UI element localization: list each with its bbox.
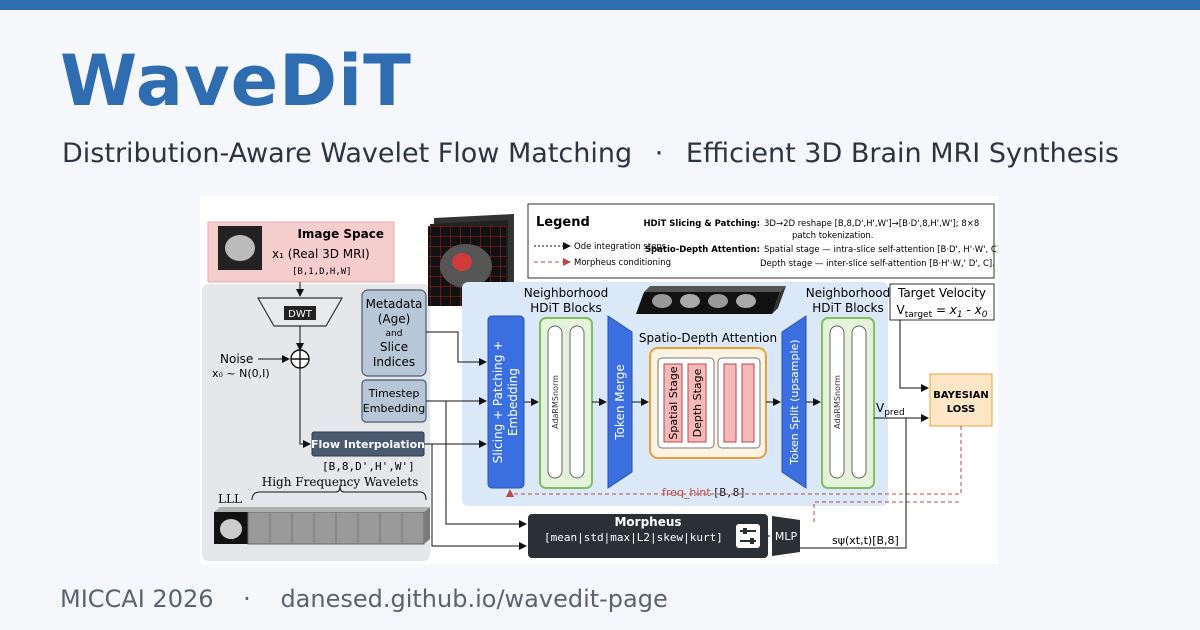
adarmsnorm-left-label: AdaRMSnorm — [551, 375, 560, 429]
neighborhood-left-line2: HDiT Blocks — [530, 301, 601, 315]
morpheus-stats: [mean|std|max|L2|skew|kurt] — [544, 531, 723, 544]
x1-shape: [B,1,D,H,W] — [292, 267, 352, 277]
target-velocity-box — [889, 283, 995, 321]
arrow-metadata-slicing — [426, 331, 487, 366]
mlp-label: MLP — [775, 530, 798, 543]
footer-url[interactable]: danesed.github.io/wavedit-page — [280, 585, 668, 613]
noise-label: Noise — [220, 352, 253, 366]
legend-slicing-title: HDiT Slicing & Patching: — [643, 219, 760, 229]
vpred-label: Vpred — [876, 401, 905, 418]
flow-interpolation-shape: [B,8,D',H',W'] — [322, 460, 415, 473]
metadata-line1: Metadata — [366, 297, 423, 311]
legend-sda-title: Spatio-Depth Attention: — [645, 245, 760, 255]
neighborhood-left-line1: Neighborhood — [524, 286, 609, 300]
arrow-spsi-loss — [800, 417, 928, 549]
morpheus-conditioning-line — [506, 426, 962, 497]
bayesian-loss-box — [929, 373, 993, 427]
legend-sda-text2: Depth stage — inter-slice self-attention… — [760, 259, 995, 269]
brain-slice-strip — [636, 286, 786, 314]
adarmsnorm-right-bar2 — [851, 325, 867, 479]
s-psi-label: sψ(xt,t)[B,8] — [832, 534, 899, 547]
sda-title: Spatio-Depth Attention — [639, 331, 777, 345]
neighborhood-right-line2: HDiT Blocks — [812, 301, 883, 315]
timestep-line2: Embedding — [363, 402, 425, 415]
metadata-line3: and — [386, 329, 403, 339]
spatial-stage-bar — [663, 363, 683, 443]
image-space-title: Image Space — [297, 227, 384, 241]
high-frequency-label: High Frequency Wavelets — [262, 475, 419, 489]
sda-right-bar2 — [741, 363, 755, 443]
sliders-icon — [736, 524, 760, 548]
loss-line1: BAYESIAN — [933, 390, 989, 401]
spatial-stage-label: Spatial Stage — [667, 366, 680, 439]
subtitle-left: Distribution-Aware Wavelet Flow Matching — [62, 138, 633, 169]
slicing-line2: Embedding — [506, 368, 520, 436]
noise-dist: x₀ ~ N(0,I) — [212, 367, 270, 380]
dwt-label: DWT — [288, 309, 313, 320]
legend-title: Legend — [536, 215, 590, 230]
legend-slicing-text2: patch tokenization. — [792, 231, 874, 241]
legend-slicing-text1: 3D→2D reshape [B,8,D',H',W']→[B·D',8,H',… — [764, 219, 979, 229]
mlp-block — [772, 516, 800, 556]
footer: MICCAI 2026 · danesed.github.io/wavedit-… — [60, 585, 668, 614]
sliders-icon-knob1 — [743, 528, 747, 534]
legend-morpheus-text: Morpheus conditioning — [574, 258, 671, 268]
legend-ode-text: Ode integration steps — [574, 242, 667, 252]
wavelet-strip — [214, 507, 430, 545]
wavelets-brace — [251, 485, 427, 501]
target-velocity-title: Target Velocity — [897, 286, 986, 300]
loss-line2: LOSS — [947, 404, 975, 415]
metadata-line2: (Age) — [378, 312, 411, 326]
footer-separator: · — [243, 585, 251, 613]
subtitle-right: Efficient 3D Brain MRI Synthesis — [685, 138, 1120, 169]
page-subtitle: Distribution-Aware Wavelet Flow Matching… — [62, 138, 1119, 170]
adarmsnorm-right-bar1 — [829, 325, 845, 479]
top-accent-bar — [0, 0, 1200, 10]
arrow-flow-morpheus — [431, 444, 527, 550]
sliders-icon-knob2 — [750, 538, 754, 544]
flow-interpolation-label: Flow Interpolation — [311, 438, 425, 451]
token-split-label: Token Split (upsample) — [788, 339, 801, 465]
timestep-line1: Timestep — [368, 387, 420, 400]
adarmsnorm-left-bar1 — [547, 325, 563, 479]
architecture-diagram: Image Space x₁ (Real 3D MRI) [B,1,D,H,W]… — [202, 203, 998, 561]
arrow-plus-flow — [299, 368, 311, 448]
sda-right-bar1 — [723, 363, 737, 443]
token-merge-label: Token Merge — [613, 364, 627, 440]
metadata-line4: Slice — [380, 340, 408, 354]
target-velocity-eq: Vtarget = x1 - x0 — [897, 303, 988, 320]
token-merge-block — [607, 315, 633, 489]
arrow-target-loss — [899, 320, 929, 392]
arrow-timestep-morpheus — [445, 401, 527, 528]
x1-label: x₁ (Real 3D MRI) — [272, 247, 370, 261]
adarmsnorm-left-bar2 — [569, 325, 585, 479]
slicing-line1: Slicing + Patching + — [491, 341, 505, 464]
token-split-block — [781, 315, 807, 489]
dwt-label-bg — [284, 306, 316, 320]
page-title: WaveDiT — [60, 40, 412, 122]
legend-box — [527, 203, 995, 279]
adarmsnorm-right-label: AdaRMSnorm — [833, 375, 842, 429]
brain-icon — [225, 235, 255, 261]
morpheus-title: Morpheus — [614, 515, 681, 529]
lll-label: LLL — [218, 492, 242, 506]
footer-venue: MICCAI 2026 — [60, 585, 214, 613]
architecture-figure: Image Space x₁ (Real 3D MRI) [B,1,D,H,W]… — [200, 196, 998, 564]
neighborhood-right-line1: Neighborhood — [806, 286, 891, 300]
metadata-line5: Indices — [373, 355, 415, 369]
freq-hint-label: freq_hint[B,8] — [662, 486, 746, 499]
depth-stage-bar — [687, 363, 707, 443]
subtitle-separator: · — [654, 138, 664, 169]
legend-sda-text1: Spatial stage — intra-slice self-attenti… — [764, 245, 998, 255]
morpheus-box — [528, 514, 768, 558]
metadata-box — [361, 289, 427, 377]
depth-stage-label: Depth Stage — [691, 368, 704, 437]
